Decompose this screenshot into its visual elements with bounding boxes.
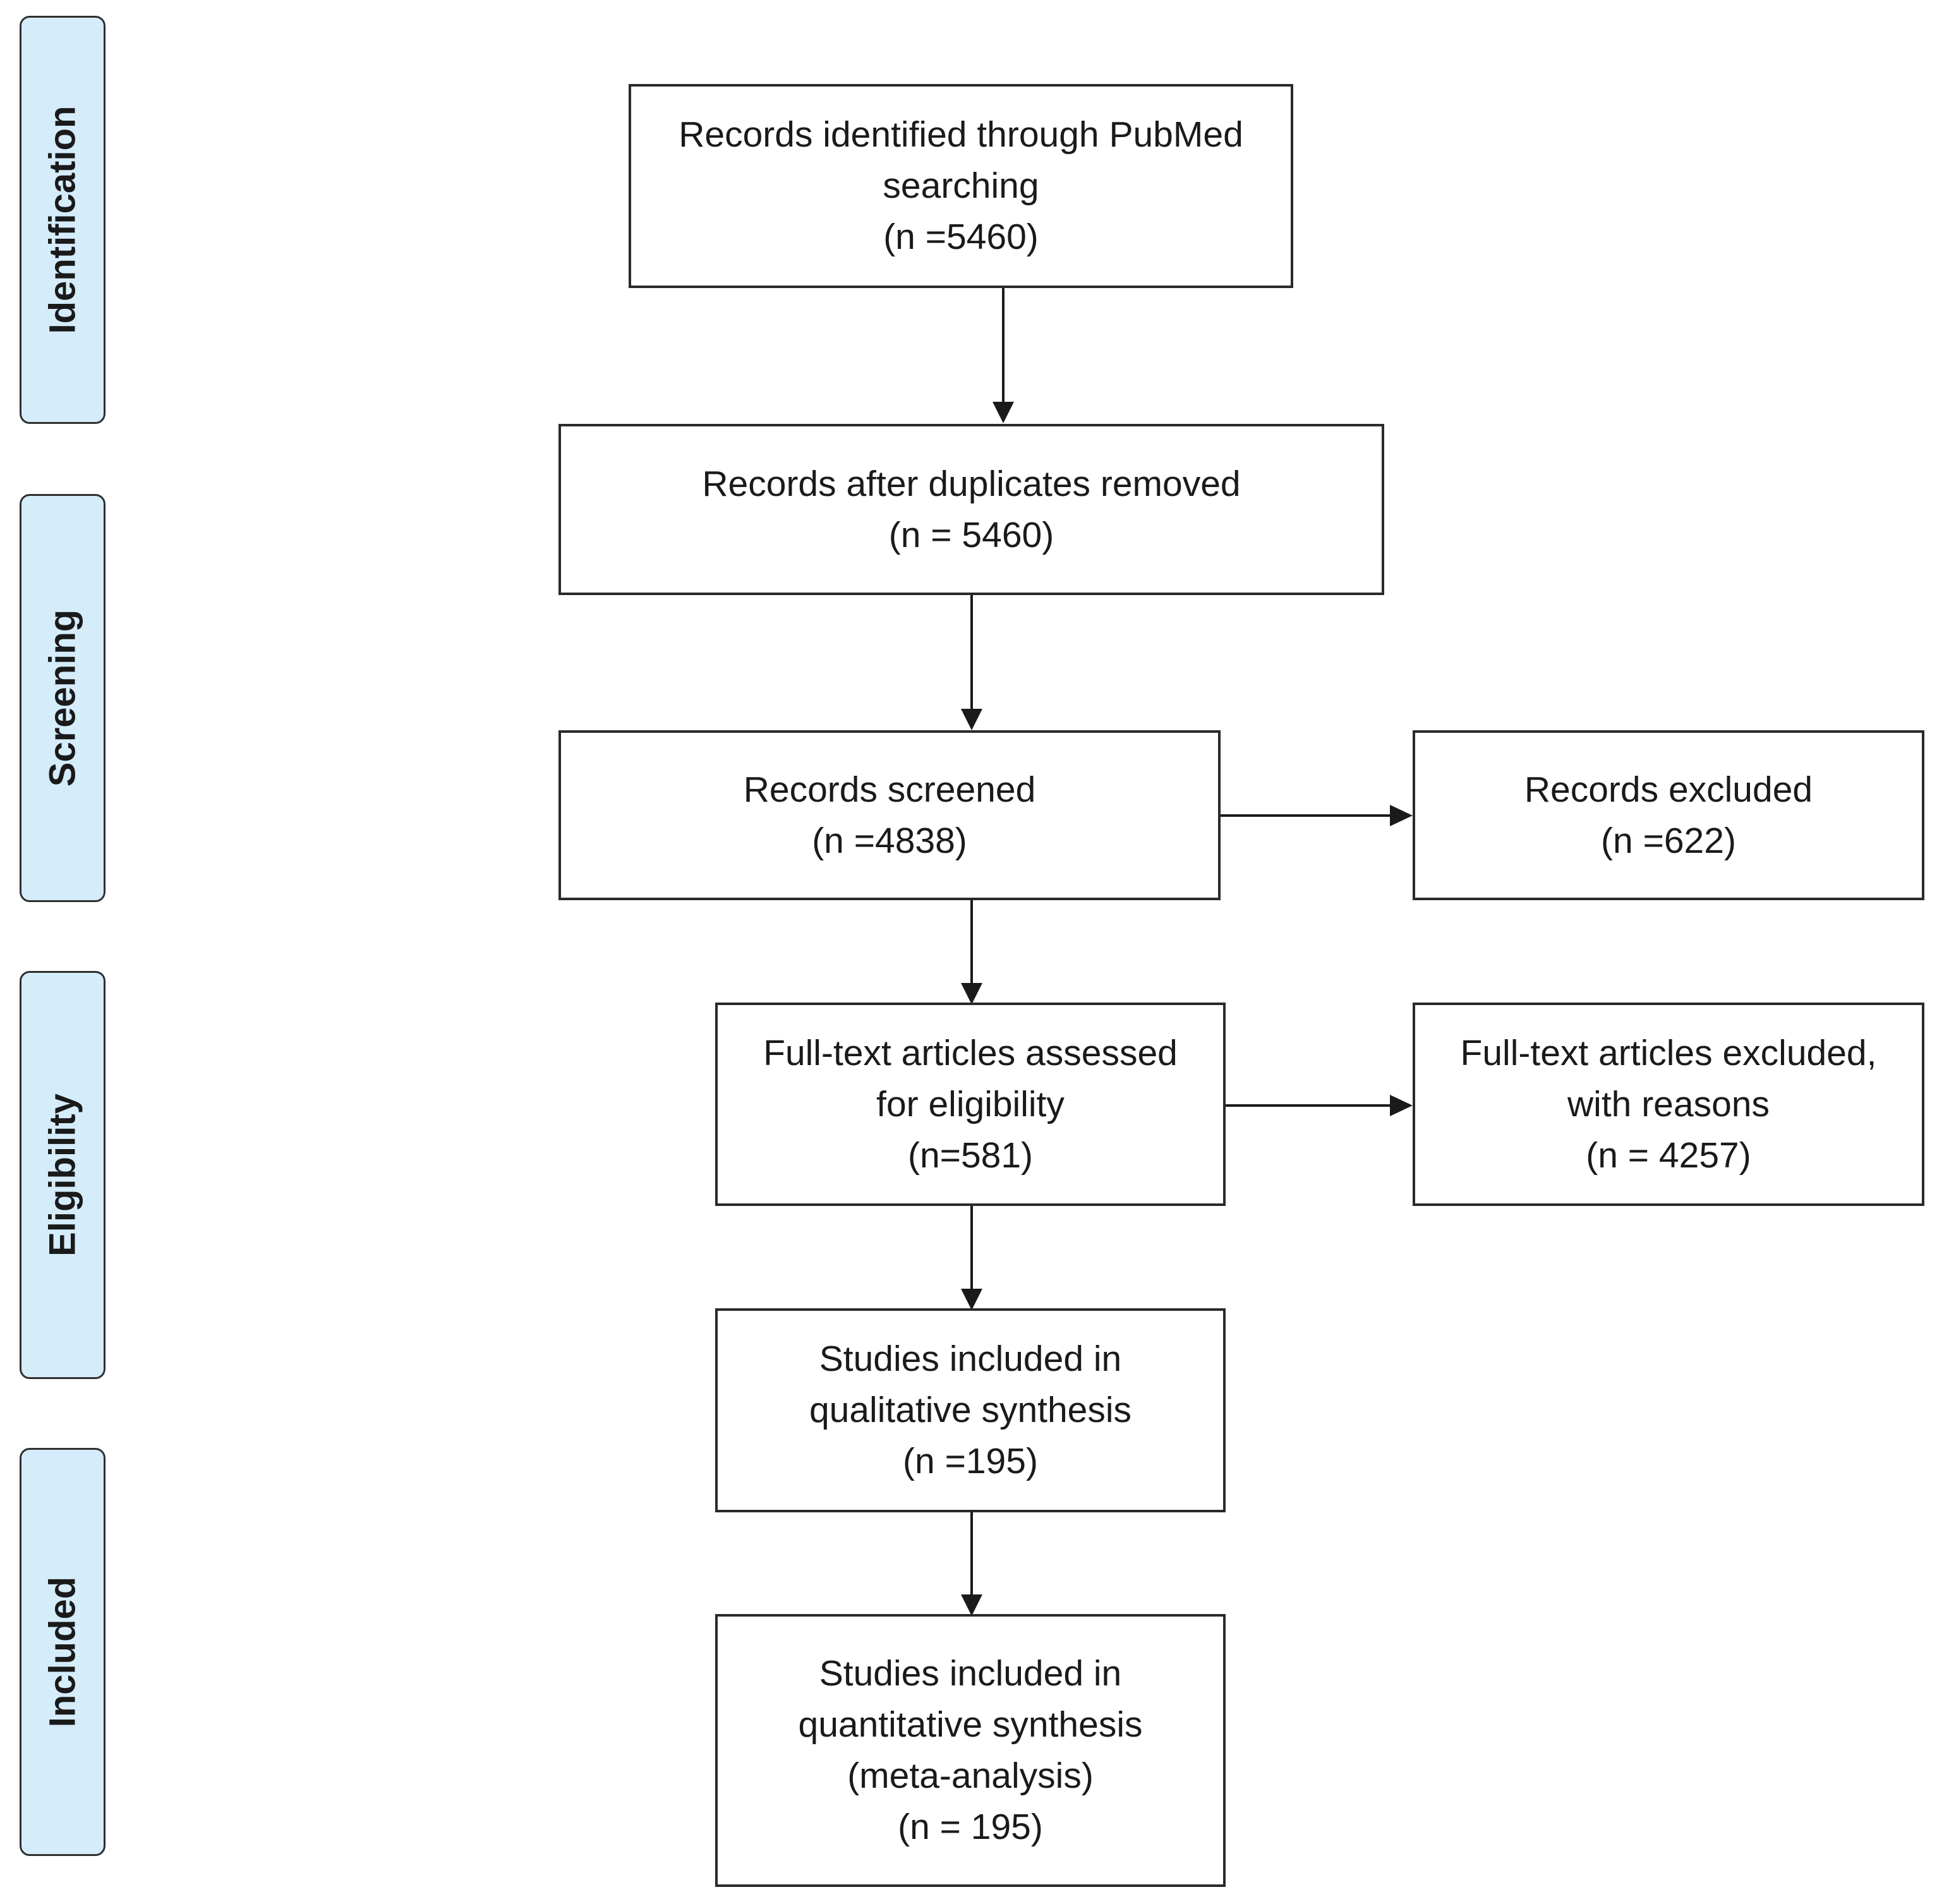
box-duplicates-removed: Records after duplicates removed (n = 54… xyxy=(558,424,1384,595)
stage-tab-included: Included xyxy=(20,1448,106,1856)
stage-tab-screening: Screening xyxy=(20,494,106,902)
box-fulltext-assessed-line1: Full-text articles assessed xyxy=(763,1032,1178,1073)
box-fulltext-assessed-count: (n=581) xyxy=(907,1135,1034,1176)
box-duplicates-removed-line1: Records after duplicates removed xyxy=(702,463,1241,504)
box-records-identified-count: (n =5460) xyxy=(883,217,1039,257)
box-fulltext-assessed-line2: for eligibility xyxy=(876,1083,1065,1124)
box-records-screened: Records screened (n =4838) xyxy=(558,730,1221,900)
arrowhead-right-1 xyxy=(1390,805,1413,826)
stage-tab-eligibility: Eligibility xyxy=(20,971,106,1379)
box-qualitative-synthesis: Studies included in qualitative synthesi… xyxy=(715,1308,1226,1512)
box-records-identified-line1: Records identified through PubMed xyxy=(679,114,1243,155)
box-fulltext-excluded-count: (n = 4257) xyxy=(1586,1135,1751,1176)
arrowhead-down-2 xyxy=(961,709,982,730)
box-fulltext-assessed: Full-text articles assessed for eligibil… xyxy=(715,1003,1226,1206)
box-quantitative-synthesis-line2: quantitative synthesis xyxy=(798,1704,1143,1745)
box-duplicates-removed-count: (n = 5460) xyxy=(888,514,1054,555)
box-quantitative-synthesis-count: (n = 195) xyxy=(898,1807,1043,1847)
box-qualitative-synthesis-line2: qualitative synthesis xyxy=(809,1390,1132,1430)
box-records-excluded-count: (n =622) xyxy=(1601,820,1736,861)
box-qualitative-synthesis-line1: Studies included in xyxy=(819,1339,1122,1379)
arrowhead-right-2 xyxy=(1390,1095,1413,1116)
arrowhead-down-3 xyxy=(961,983,982,1004)
arrowhead-down-5 xyxy=(961,1594,982,1616)
box-fulltext-excluded: Full-text articles excluded, with reason… xyxy=(1413,1003,1924,1206)
box-quantitative-synthesis: Studies included in quantitative synthes… xyxy=(715,1614,1226,1887)
box-records-excluded-line1: Records excluded xyxy=(1524,769,1813,810)
box-fulltext-excluded-line2: with reasons xyxy=(1567,1083,1770,1124)
arrowhead-down-1 xyxy=(993,402,1014,423)
box-records-identified-line2: searching xyxy=(883,166,1039,206)
box-records-screened-count: (n =4838) xyxy=(812,820,967,861)
box-quantitative-synthesis-line1: Studies included in xyxy=(819,1653,1122,1694)
box-records-screened-line1: Records screened xyxy=(743,769,1036,810)
box-records-identified: Records identified through PubMed search… xyxy=(629,84,1293,288)
stage-tab-identification: Identification xyxy=(20,16,106,424)
box-quantitative-synthesis-line3: (meta-analysis) xyxy=(847,1756,1094,1796)
box-qualitative-synthesis-count: (n =195) xyxy=(903,1441,1038,1481)
arrowhead-down-4 xyxy=(961,1289,982,1310)
box-fulltext-excluded-line1: Full-text articles excluded, xyxy=(1460,1032,1877,1073)
box-records-excluded: Records excluded (n =622) xyxy=(1413,730,1924,900)
